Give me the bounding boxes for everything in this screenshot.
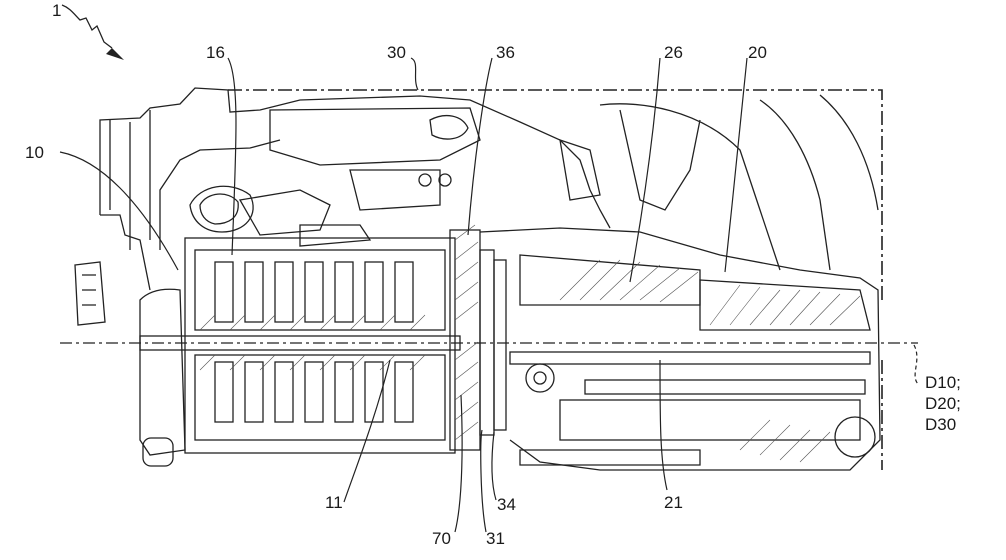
assembly-arrowhead xyxy=(106,48,124,60)
leader-70 xyxy=(454,394,463,533)
ref-16-engine-housing: 16 xyxy=(206,43,225,62)
axis-label-d10: D10; xyxy=(925,373,961,392)
ref-30-upper-frame: 30 xyxy=(387,43,406,62)
assembly-pointer-arrow xyxy=(61,4,113,49)
ref-31-clutch-disc: 31 xyxy=(486,529,505,548)
ref-70-damper: 70 xyxy=(432,529,451,548)
leader-21 xyxy=(659,359,668,491)
axis-designation: D10; D20; D30 xyxy=(925,372,961,435)
section-hatching xyxy=(199,224,861,463)
ref-10-engine: 10 xyxy=(25,143,44,162)
axis-label-d20: D20; xyxy=(925,394,961,413)
ref-36-flywheel-housing: 36 xyxy=(496,43,515,62)
leader-26 xyxy=(629,57,661,283)
ref-21-transmission-shaft: 21 xyxy=(664,493,683,512)
leader-16 xyxy=(227,57,237,256)
ref-20-transmission: 20 xyxy=(748,43,767,62)
engine-upper-housing xyxy=(99,87,611,229)
leader-20 xyxy=(724,57,748,273)
crankshaft-throws xyxy=(214,261,414,423)
frame-dash-dot-outline xyxy=(228,89,883,470)
transmission-housing xyxy=(479,227,881,471)
intake-duct xyxy=(269,107,481,166)
axis-label-d30: D30 xyxy=(925,415,957,434)
leader-36 xyxy=(467,57,493,236)
leader-lines xyxy=(59,57,919,533)
engine-block xyxy=(184,237,456,454)
ref-11-crankshaft: 11 xyxy=(325,493,343,512)
ref-26-transmission-housing: 26 xyxy=(664,43,683,62)
leader-axis xyxy=(913,344,919,385)
ref-1-assembly: 1 xyxy=(52,1,62,20)
transmission-shaft xyxy=(584,379,866,395)
leader-10 xyxy=(59,151,179,271)
leader-30 xyxy=(410,57,419,91)
leader-11 xyxy=(343,359,391,503)
leader-31 xyxy=(480,429,487,533)
ref-34-clutch-part: 34 xyxy=(497,495,516,514)
leader-34 xyxy=(491,431,497,501)
